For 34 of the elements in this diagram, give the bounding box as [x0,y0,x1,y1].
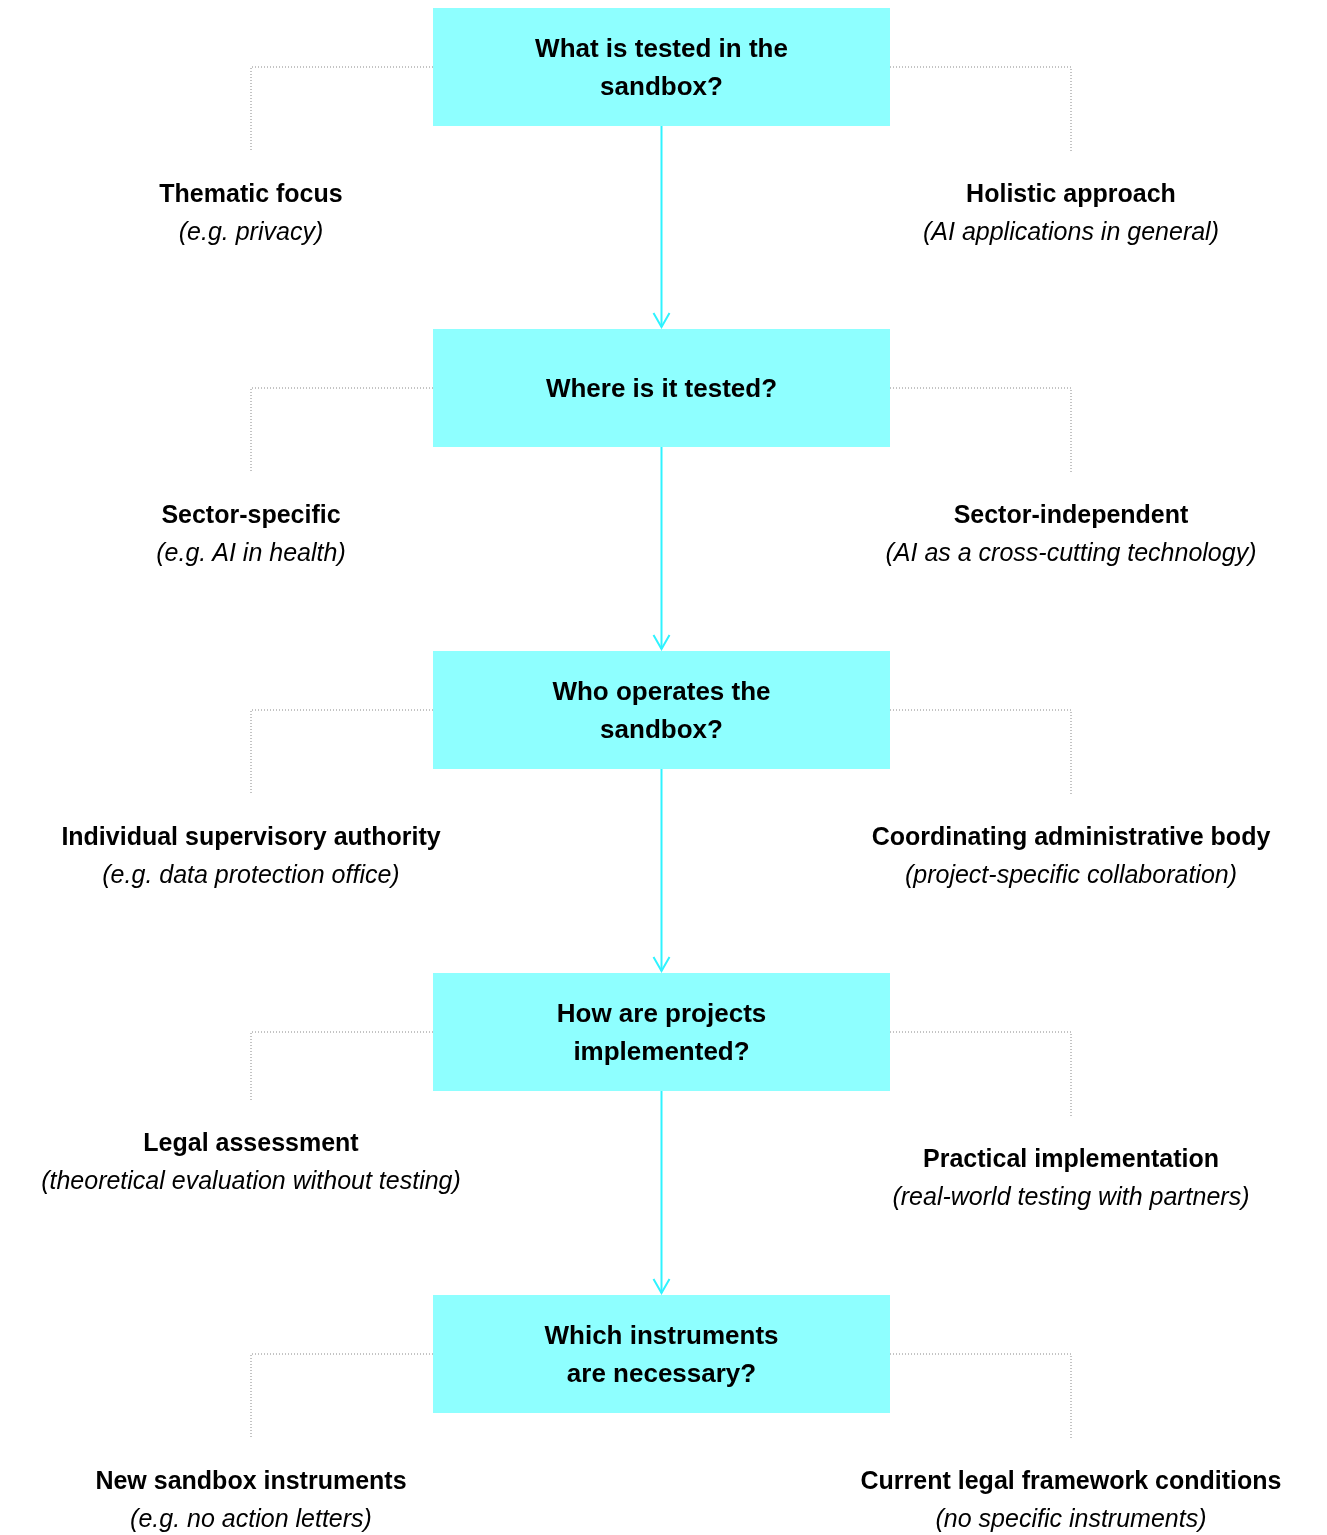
question-box [433,651,890,769]
option-heading: Sector-specific [161,499,341,530]
option-heading: Sector-independent [953,499,1189,530]
option-heading: Thematic focus [159,178,343,209]
option-heading: Individual supervisory authority [61,821,441,852]
option-heading: Coordinating administrative body [871,821,1271,852]
option-description: (AI as a cross-cutting technology) [885,537,1257,568]
option-description: (AI applications in general) [923,216,1219,247]
option-heading: Legal assessment [143,1127,359,1158]
option-description: (real-world testing with partners) [892,1181,1250,1212]
option-heading: Practical implementation [923,1143,1219,1174]
option-description: (theoretical evaluation without testing) [41,1165,461,1196]
option-description: (e.g. no action letters) [130,1503,372,1534]
question-text: How are projects implemented? [555,997,768,1068]
option-description: (e.g. data protection office) [102,859,400,890]
question-box [433,8,890,126]
arrow [652,446,671,650]
option-description: (e.g. AI in health) [156,537,346,568]
arrow [652,125,671,328]
option-heading: Current legal framework conditions [860,1465,1282,1496]
arrow [652,768,671,972]
question-text: What is tested in the sandbox? [534,32,789,103]
question-text: Who operates the sandbox? [551,675,772,746]
option-description: (project-specific collaboration) [904,859,1238,890]
option-heading: Holistic approach [966,178,1176,209]
question-box [433,973,890,1091]
question-box [433,329,890,447]
arrow [652,1090,671,1294]
option-heading: New sandbox instruments [95,1465,407,1496]
option-description: (no specific instruments) [935,1503,1207,1534]
option-description: (e.g. privacy) [178,216,324,247]
question-text: Where is it tested? [545,372,778,405]
question-box [433,1295,890,1413]
question-text: Which instruments are necessary? [543,1319,780,1390]
